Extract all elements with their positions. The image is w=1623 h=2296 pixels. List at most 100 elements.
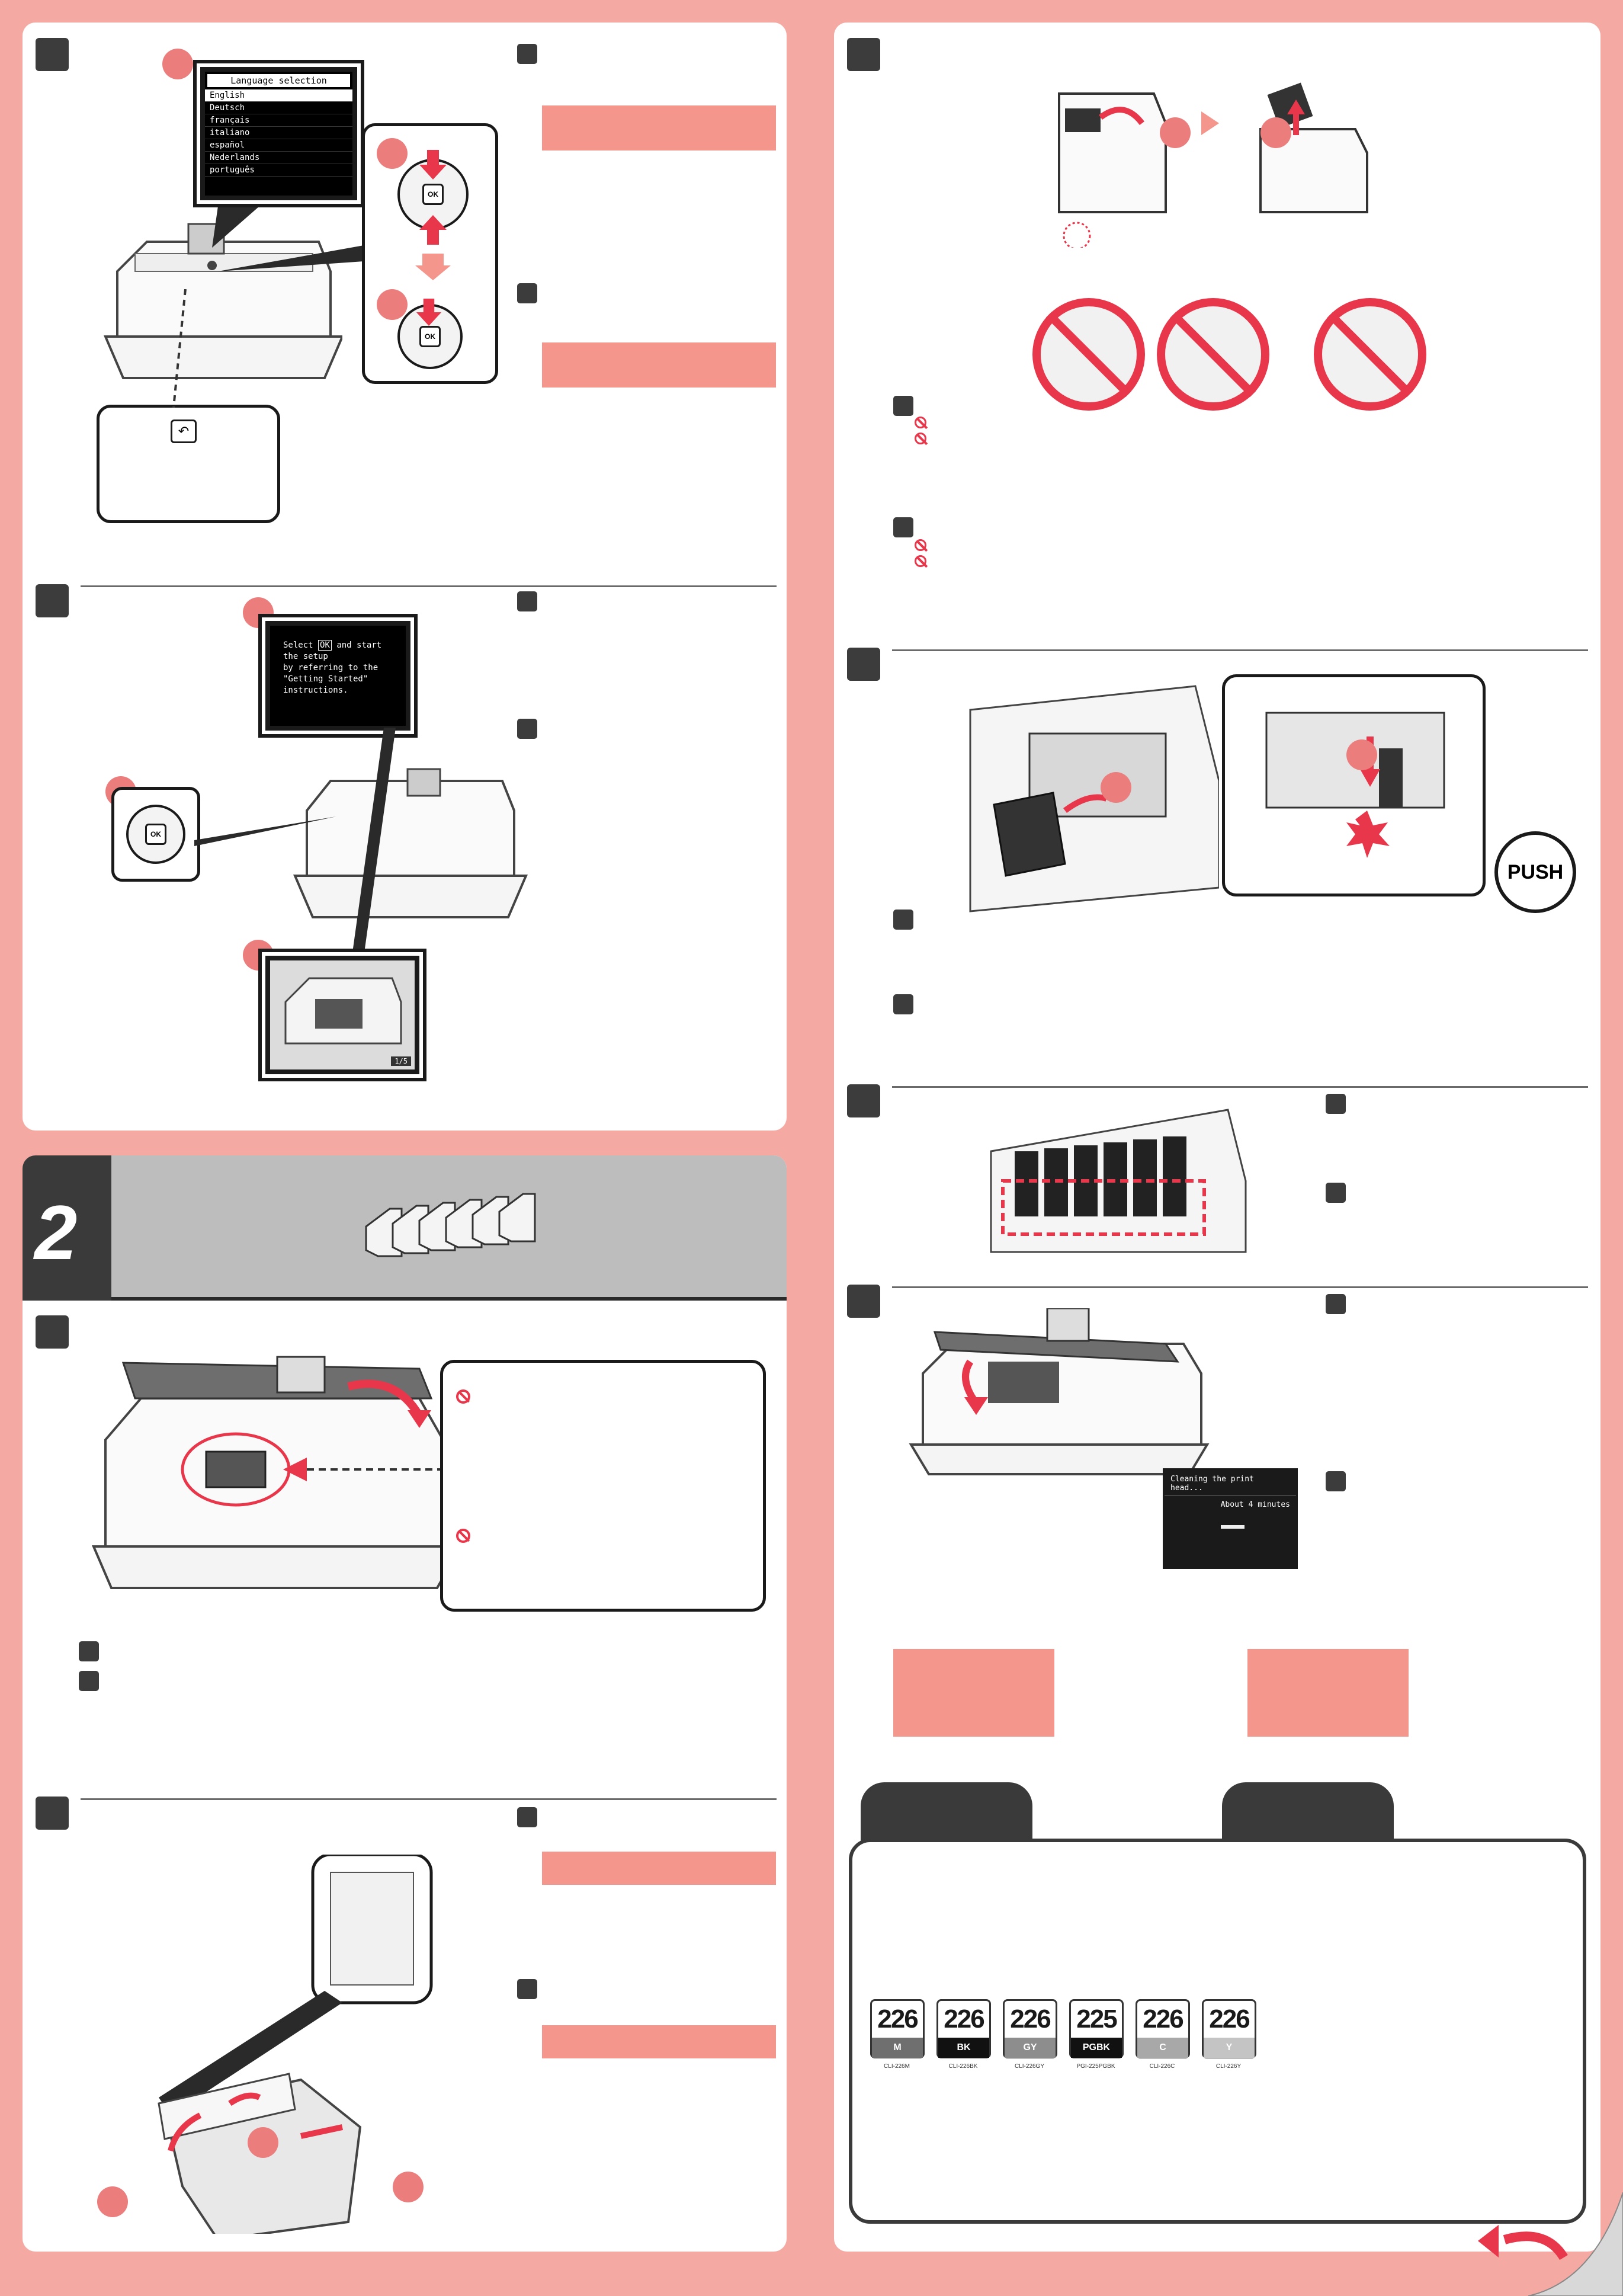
badge-c — [393, 2172, 424, 2202]
ink-push-callout — [1222, 674, 1486, 896]
divider — [892, 1286, 1588, 1288]
setup-text-line2: by referring to the — [283, 663, 379, 673]
divider — [81, 1798, 777, 1800]
ink-tank-card: 226 M — [870, 1999, 925, 2058]
language-title: Language selection — [207, 74, 350, 87]
prohibit-icon — [915, 433, 926, 444]
back-icon[interactable]: ↶ — [171, 420, 197, 443]
ink-tank-code: CLI-226GY — [1014, 2063, 1045, 2070]
ink-tank-number: 226 — [1143, 2004, 1183, 2034]
ink-tank-number: 226 — [877, 2004, 918, 2034]
ink-tank-number: 226 — [944, 2004, 984, 2034]
cleaning-time: About 4 minutes — [1220, 1500, 1290, 1509]
divider — [81, 585, 777, 587]
section-header: 2 — [23, 1155, 787, 1301]
ink-tank-code: CLI-226Y — [1215, 2063, 1242, 2070]
step-marker-1 — [36, 38, 69, 71]
ink-tank-color: Y — [1204, 2038, 1255, 2058]
printer-illustration — [293, 768, 528, 918]
dashed-pointer — [172, 289, 187, 408]
note-bar — [542, 2025, 776, 2058]
cleaning-title: Cleaning the print head... — [1165, 1470, 1296, 1496]
ink-seated-illustration — [1265, 712, 1445, 858]
badge-a — [1101, 772, 1131, 803]
substep-marker — [1326, 1471, 1346, 1491]
page-turn-icon[interactable] — [1475, 2192, 1623, 2296]
substep-marker — [517, 591, 537, 611]
language-option[interactable]: italiano — [205, 127, 352, 139]
ok-button[interactable]: OK — [419, 326, 441, 347]
caution-callout — [440, 1360, 766, 1612]
divider — [892, 1086, 1588, 1088]
substep-marker — [79, 1641, 99, 1661]
ink-tank-code: CLI-226C — [1149, 2063, 1175, 2070]
step-marker-6 — [847, 1285, 880, 1318]
ink-tank-card: 226 Y — [1202, 1999, 1256, 2058]
arrow-up-icon — [419, 215, 447, 245]
setup-message-screen: Select OK and start the setup by referri… — [262, 617, 414, 734]
ink-tank-code: PGI-225PGBK — [1076, 2063, 1115, 2070]
ink-tank-number: 226 — [1209, 2004, 1250, 2034]
ok-dial-callout: OK — [111, 787, 200, 882]
language-option[interactable]: English — [205, 89, 352, 102]
badge-c — [377, 289, 408, 320]
badge-b — [377, 138, 408, 169]
progress-bar — [1221, 1525, 1244, 1529]
substep-marker — [517, 44, 537, 64]
ok-button[interactable]: OK — [145, 824, 166, 845]
substep-marker — [517, 1807, 537, 1827]
ink-install-illustration — [969, 685, 1219, 912]
guide-page-indicator: 1/5 — [391, 1056, 411, 1066]
language-option[interactable]: Nederlands — [205, 152, 352, 164]
setup-guide-screen: 1/5 — [262, 952, 423, 1078]
callout-lines — [194, 728, 396, 982]
ink-tank-number: 226 — [1010, 2004, 1051, 2034]
prohibit-icon — [1314, 298, 1426, 411]
substep-marker — [517, 1979, 537, 1999]
badge-a — [162, 49, 193, 79]
cleaning-screen: Cleaning the print head... About 4 minut… — [1163, 1468, 1298, 1569]
close-cover-illustration — [909, 1308, 1210, 1475]
ok-icon: OK — [318, 640, 332, 651]
language-option[interactable]: español — [205, 139, 352, 152]
ok-button[interactable]: OK — [422, 184, 444, 205]
section-number: 2 — [34, 1189, 78, 1276]
ink-tank-color: C — [1137, 2038, 1188, 2058]
printer-open-illustration — [91, 1356, 463, 1589]
ink-tank-number: 225 — [1076, 2004, 1117, 2034]
badge-a — [248, 2127, 278, 2158]
prohibit-icon — [915, 417, 926, 428]
note-box — [1247, 1649, 1409, 1737]
ink-tank-card: 226 C — [1136, 1999, 1190, 2058]
substep-marker — [893, 396, 913, 416]
prohibit-icon — [915, 555, 926, 567]
note-bar — [542, 342, 776, 388]
prohibit-icon — [456, 1389, 470, 1404]
substep-marker — [1326, 1294, 1346, 1314]
step-marker-2 — [36, 1797, 69, 1830]
arrow-down-icon — [416, 299, 442, 326]
panel-language-setup: Language selection English Deutsch franç… — [23, 23, 787, 1131]
section-number-block: 2 — [23, 1155, 111, 1301]
scroll-wheel[interactable]: OK — [126, 805, 185, 864]
step-marker-3 — [847, 38, 880, 71]
next-arrow-icon — [415, 254, 451, 280]
ink-info-box: 226 M CLI-226M 226 BK CLI-226BK 226 GY C… — [849, 1839, 1586, 2224]
language-option[interactable]: Deutsch — [205, 102, 352, 114]
substep-marker — [893, 910, 913, 930]
ink-tank-color: PGBK — [1071, 2038, 1122, 2058]
ink-tank-card: 226 GY — [1003, 1999, 1057, 2058]
ink-lamps-illustration — [990, 1109, 1247, 1253]
ink-tanks-illustration — [365, 1193, 536, 1257]
note-bar — [542, 105, 776, 150]
substep-marker — [517, 283, 537, 303]
substep-marker — [517, 719, 537, 739]
ink-tank-cap-removal — [1058, 82, 1368, 248]
substep-marker — [1326, 1094, 1346, 1114]
step-marker-1 — [36, 1315, 69, 1349]
language-option[interactable]: français — [205, 114, 352, 127]
back-button-callout: ↶ — [97, 405, 280, 523]
language-option[interactable]: português — [205, 164, 352, 177]
setup-text-prefix: Select — [283, 641, 313, 650]
prohibit-icon — [915, 539, 926, 551]
